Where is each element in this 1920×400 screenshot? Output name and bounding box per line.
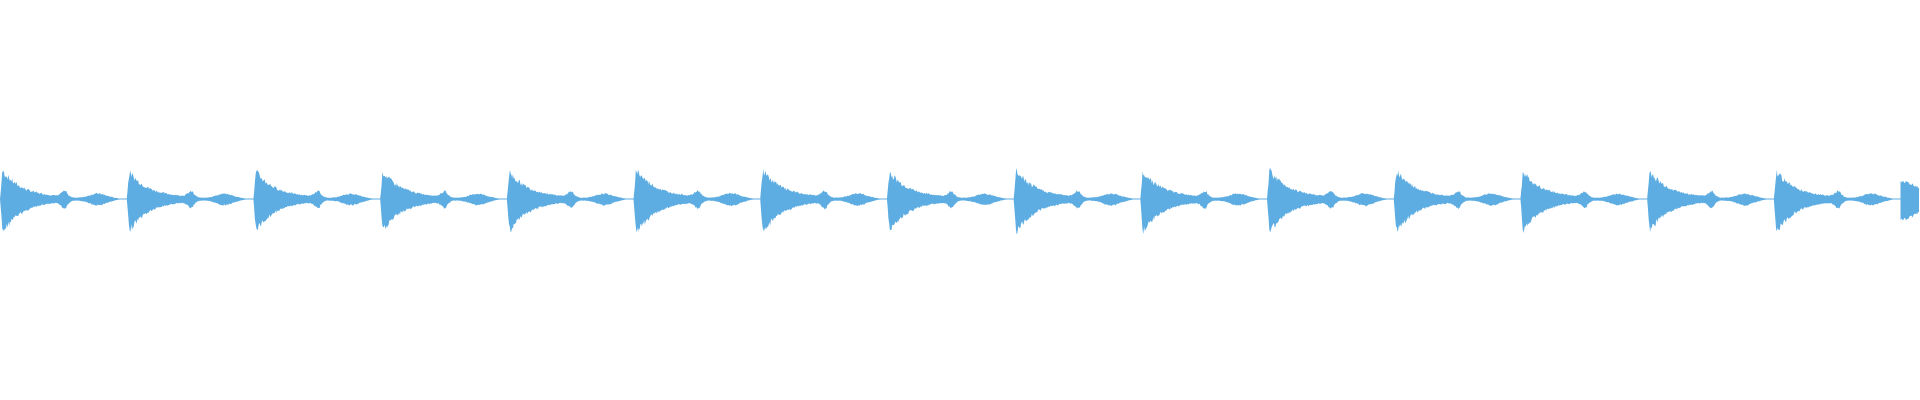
waveform-beat [1140, 166, 1263, 235]
waveform-beat [0, 165, 122, 232]
waveform-beat [760, 165, 883, 232]
waveform-beat [1773, 166, 1896, 232]
waveform-beat [1520, 167, 1643, 233]
waveform-beat [253, 167, 376, 230]
waveform-beats [0, 164, 1919, 235]
waveform-beat [633, 164, 756, 233]
waveform-beat [1267, 165, 1389, 233]
waveform-beat [126, 167, 249, 232]
waveform-beat [506, 167, 629, 233]
waveform-beat [886, 167, 1009, 231]
waveform-beat [380, 167, 503, 231]
waveform-beat [1393, 166, 1516, 232]
waveform-beat-partial [1900, 179, 1919, 221]
waveform-beat [1013, 165, 1136, 235]
waveform-beat [1647, 167, 1770, 233]
